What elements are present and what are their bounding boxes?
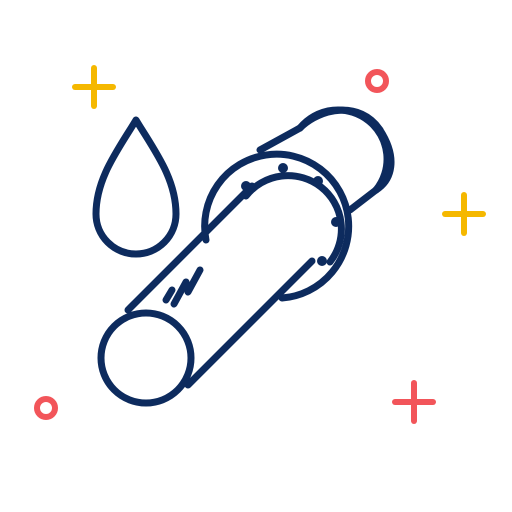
pipe-clamp-ring-icon [201, 106, 395, 302]
plus-sparkle-yellow-icon [72, 65, 116, 109]
ring-sparkle-red-icon [365, 69, 389, 93]
plus-sparkle-red-icon [392, 380, 436, 424]
clamp-bolt-dots [241, 163, 341, 266]
water-drop-icon [92, 116, 180, 258]
plus-sparkle-yellow-icon [442, 192, 486, 236]
pipe-body-icon [97, 182, 316, 407]
ring-sparkle-red-icon [34, 396, 58, 420]
